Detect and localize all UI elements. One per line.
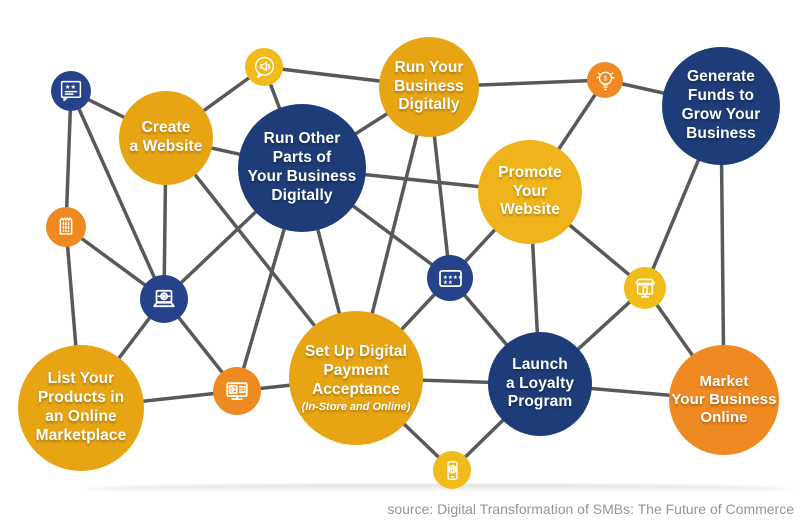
node-label: Market Your Business Online (671, 372, 777, 427)
source-attribution: source: Digital Transformation of SMBs: … (387, 501, 794, 517)
node-funding-idea: $ (587, 62, 623, 98)
ground-shadow (85, 484, 792, 494)
node-announcement (245, 48, 283, 86)
svg-text:★★★★: ★★★★ (442, 273, 462, 280)
node-label: Launch a Loyalty Program (505, 355, 575, 411)
node-webinar (140, 275, 188, 323)
receipt-icon (51, 212, 81, 242)
node-label: Generate Funds to Grow Your Business (681, 68, 761, 142)
node-receipt (46, 207, 86, 247)
webinar-icon (146, 281, 182, 317)
node-launch-loyalty: Launch a Loyalty Program (488, 332, 592, 436)
node-label: Run Your Business Digitally (394, 58, 464, 114)
node-run-business-digitally: Run Your Business Digitally (379, 37, 479, 137)
node-label: Create a Website (129, 119, 203, 155)
ratings-icon: ★★★★★★ (433, 261, 468, 296)
node-label: Set Up Digital Payment Acceptance (304, 343, 408, 398)
node-create-website: Create a Website (119, 91, 213, 185)
node-mobile-web (433, 451, 471, 489)
node-promote-website: Promote Your Website (478, 140, 582, 244)
edge-customer-reviews--webinar (69, 89, 166, 301)
node-label: List Your Products in an Online Marketpl… (35, 370, 127, 444)
node-run-other-parts: Run Other Parts of Your Business Digital… (238, 104, 366, 232)
edge-customer-reviews--receipt (64, 89, 73, 229)
node-label: Promote Your Website (498, 163, 562, 219)
funding-idea-icon: $ (592, 67, 619, 94)
node-online-store (624, 267, 666, 309)
video-content-icon (219, 373, 255, 409)
online-store-icon (629, 272, 661, 304)
node-setup-payment: Set Up Digital Payment Acceptance (In-Sto… (289, 311, 423, 445)
customer-reviews-icon: ★★ (56, 76, 86, 106)
node-video-content (213, 367, 261, 415)
node-sublabel: (In-Store and Online) (301, 400, 411, 413)
svg-text:★★: ★★ (442, 279, 452, 286)
node-generate-funds: Generate Funds to Grow Your Business (662, 47, 780, 165)
mobile-web-icon (438, 456, 467, 485)
node-market-online: Market Your Business Online (669, 345, 779, 455)
node-ratings: ★★★★★★ (427, 255, 473, 301)
svg-text:★★: ★★ (65, 84, 76, 91)
megaphone-chat-icon (250, 53, 279, 82)
svg-text:$: $ (603, 75, 607, 82)
node-list-products: List Your Products in an Online Marketpl… (18, 345, 144, 471)
node-label: Run Other Parts of Your Business Digital… (247, 130, 357, 204)
node-customer-reviews: ★★ (51, 71, 91, 111)
